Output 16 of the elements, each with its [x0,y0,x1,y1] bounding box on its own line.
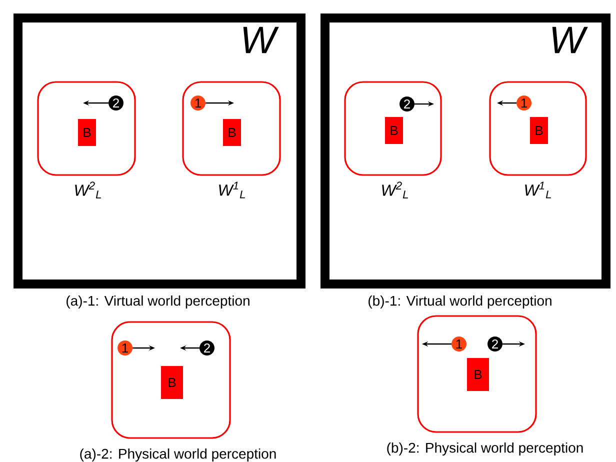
panel-label: (a)-1: Virtual world perception [66,295,250,309]
block-box: B [467,358,489,391]
block-box: B [530,117,548,144]
region-label: W$^{1}$L [525,182,551,198]
region-label: W$^{2}$L [382,182,408,198]
block-box: B [78,119,96,146]
world-label: W [243,26,279,54]
region-label: W$^{1}$L [219,182,245,198]
panel-label: (b)-1: Virtual world perception [368,295,552,309]
region-label: W$^{2}$L [75,182,101,198]
block-box: B [385,117,403,144]
block-box: B [161,366,183,399]
panel-label: (b)-2: Physical world perception [387,442,583,456]
panel-label: (a)-2: Physical world perception [80,448,276,462]
world-label: W [552,26,588,54]
block-box: B [223,119,241,146]
